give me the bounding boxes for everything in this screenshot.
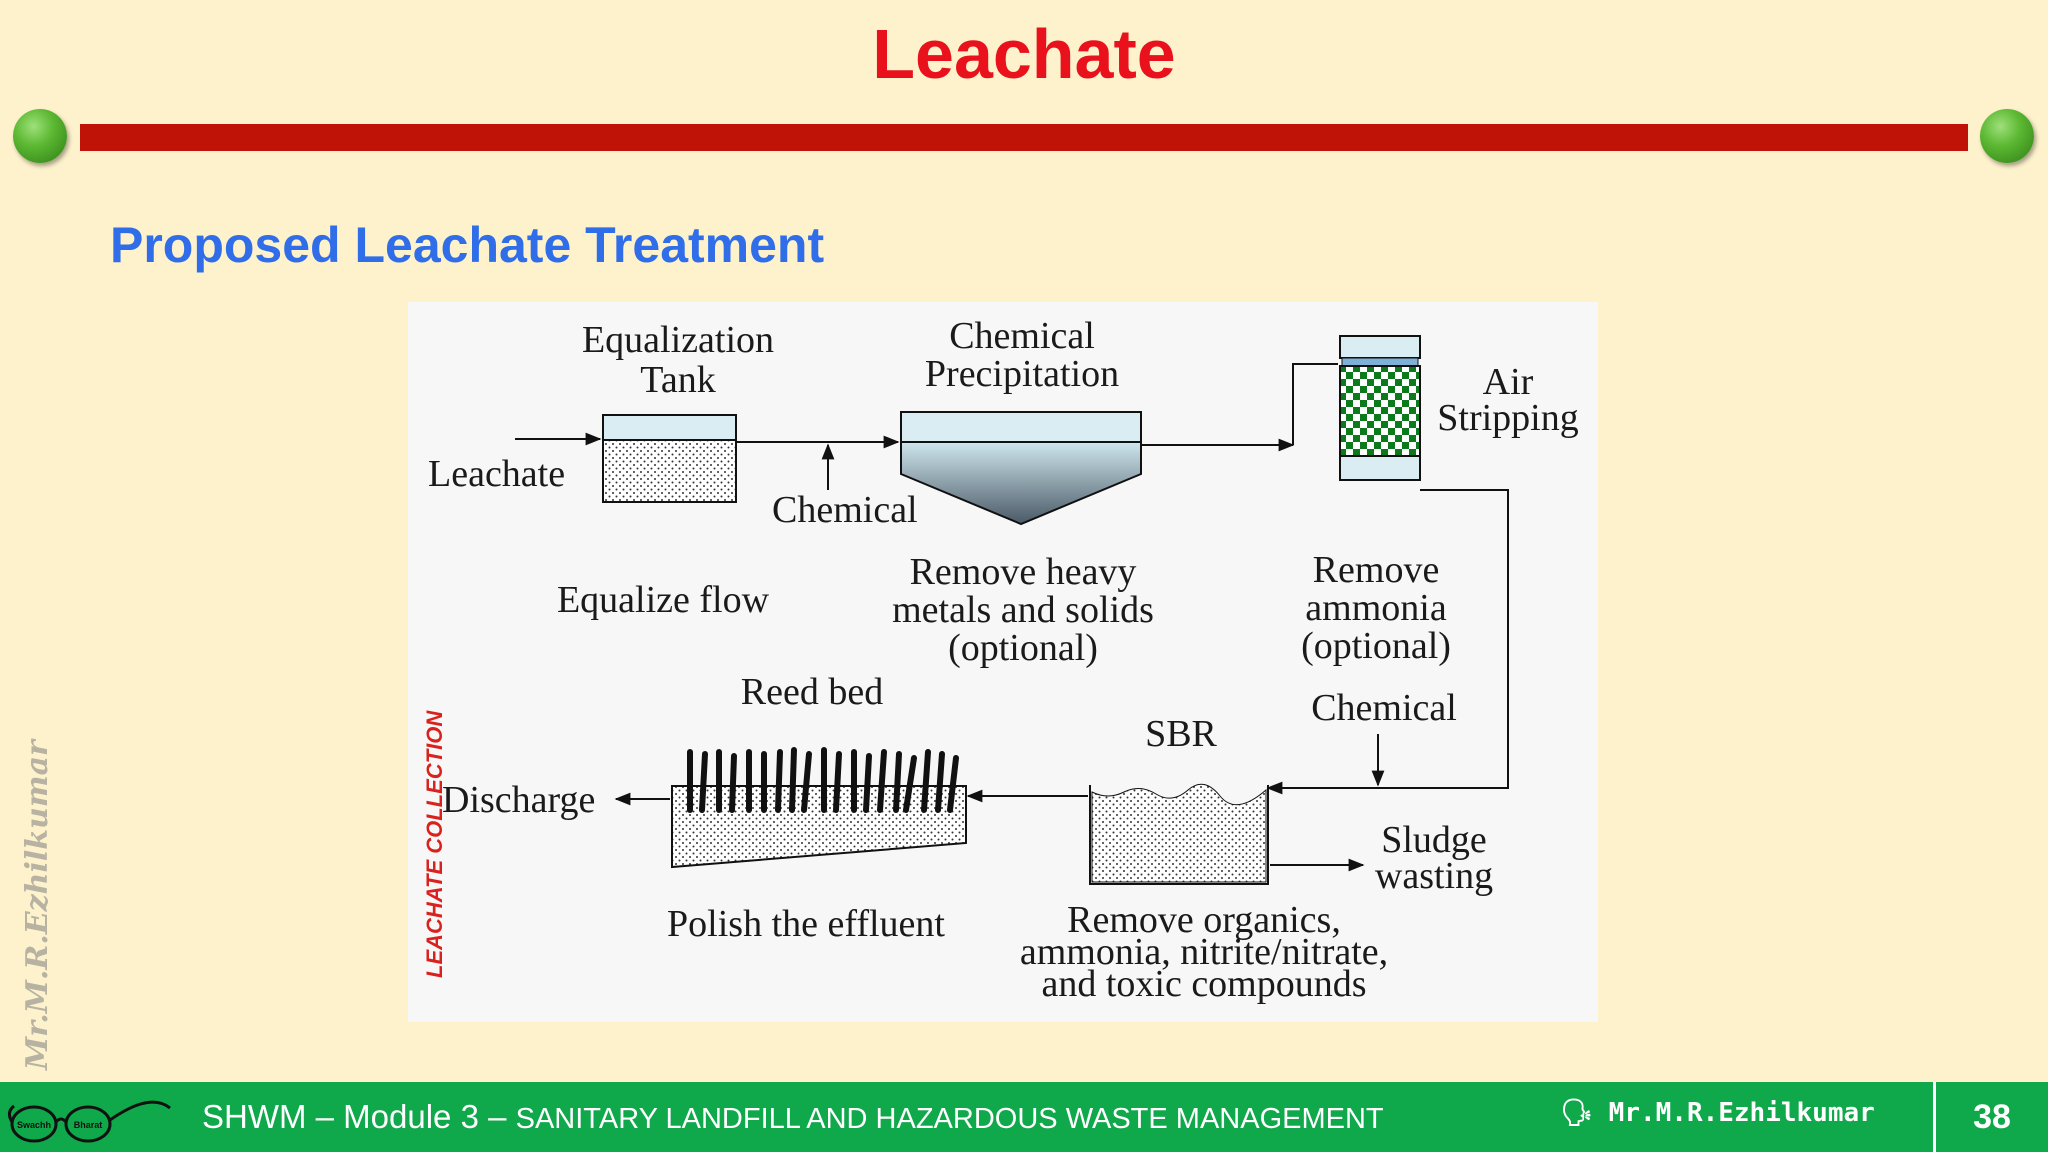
label-chemical-precipitation-1: Chemical [949,315,1095,357]
leachate-treatment-diagram: Equalization Tank Chemical Precipitation… [408,302,1598,1022]
footer-course-title: SHWM – Module 3 – SANITARY LANDFILL AND … [202,1098,1384,1136]
footer-course: SANITARY LANDFILL AND HAZARDOUS WASTE MA… [515,1103,1384,1135]
right-bullet-dot [1980,109,2034,163]
label-leachate-collection: LEACHATE COLLECTION [422,710,447,978]
label-sbr: SBR [1145,713,1217,755]
label-remove-organics-2: ammonia, nitrite/nitrate, [1020,931,1388,973]
label-equalization-tank-2: Tank [640,359,715,401]
label-chemical-2: Chemical [1311,687,1457,729]
label-air-stripping-2: Stripping [1437,397,1578,439]
footer-author: 🗣 Mr.M.R.Ezhilkumar [1560,1098,1875,1128]
speaker-icon: 🗣 [1560,1098,1609,1128]
label-equalization-tank-1: Equalization [582,319,774,361]
label-sludge-wasting-2: wasting [1375,855,1493,897]
sbr-tank [1089,783,1269,885]
equalization-tank [602,414,737,503]
section-subtitle: Proposed Leachate Treatment [110,217,825,273]
footer-divider [1933,1082,1936,1152]
label-remove-ammonia-2: ammonia [1305,587,1447,629]
stripper-feed-line [1292,363,1338,445]
label-chemical: Chemical [772,489,918,531]
label-air-stripping-1: Air [1483,361,1534,403]
label-remove-organics-1: Remove organics, [1067,899,1341,941]
label-chemical-precipitation-2: Precipitation [925,353,1119,395]
logo-left-text: Swachh [17,1120,51,1130]
label-polish-effluent: Polish the effluent [667,903,945,945]
label-sludge-wasting-1: Sludge [1381,819,1487,861]
left-bullet-dot [13,109,67,163]
stripper-to-sbr-line [1266,489,1509,795]
label-remove-ammonia-3: (optional) [1301,625,1451,667]
label-leachate: Leachate [428,453,565,495]
footer-author-name: Mr.M.R.Ezhilkumar [1608,1098,1875,1128]
slide-title: Leachate [872,15,1176,93]
precipitation-clarifier [900,411,1142,526]
label-equalize-flow: Equalize flow [557,579,770,621]
label-remove-organics-3: and toxic compounds [1041,963,1366,1005]
label-remove-heavy-3: (optional) [948,627,1098,669]
swachh-bharat-logo: Swachh Bharat [7,1100,171,1143]
reed-bed [671,747,967,869]
page-number: 38 [1973,1098,2011,1136]
label-remove-heavy-2: metals and solids [892,589,1154,631]
author-watermark: Mr.M.R.Ezhilkumar [20,740,55,1070]
title-underline-bar [80,124,1968,151]
label-discharge: Discharge [442,779,595,821]
footer-module: SHWM – Module 3 – [202,1098,516,1135]
logo-right-text: Bharat [74,1120,103,1130]
label-reed-bed: Reed bed [741,671,883,713]
label-remove-heavy-1: Remove heavy [910,551,1137,593]
footer-bar: Swachh Bharat SHWM – Module 3 – SANITARY… [0,1082,2048,1152]
label-remove-ammonia-1: Remove [1313,549,1440,591]
air-stripping-tower [1339,335,1421,481]
